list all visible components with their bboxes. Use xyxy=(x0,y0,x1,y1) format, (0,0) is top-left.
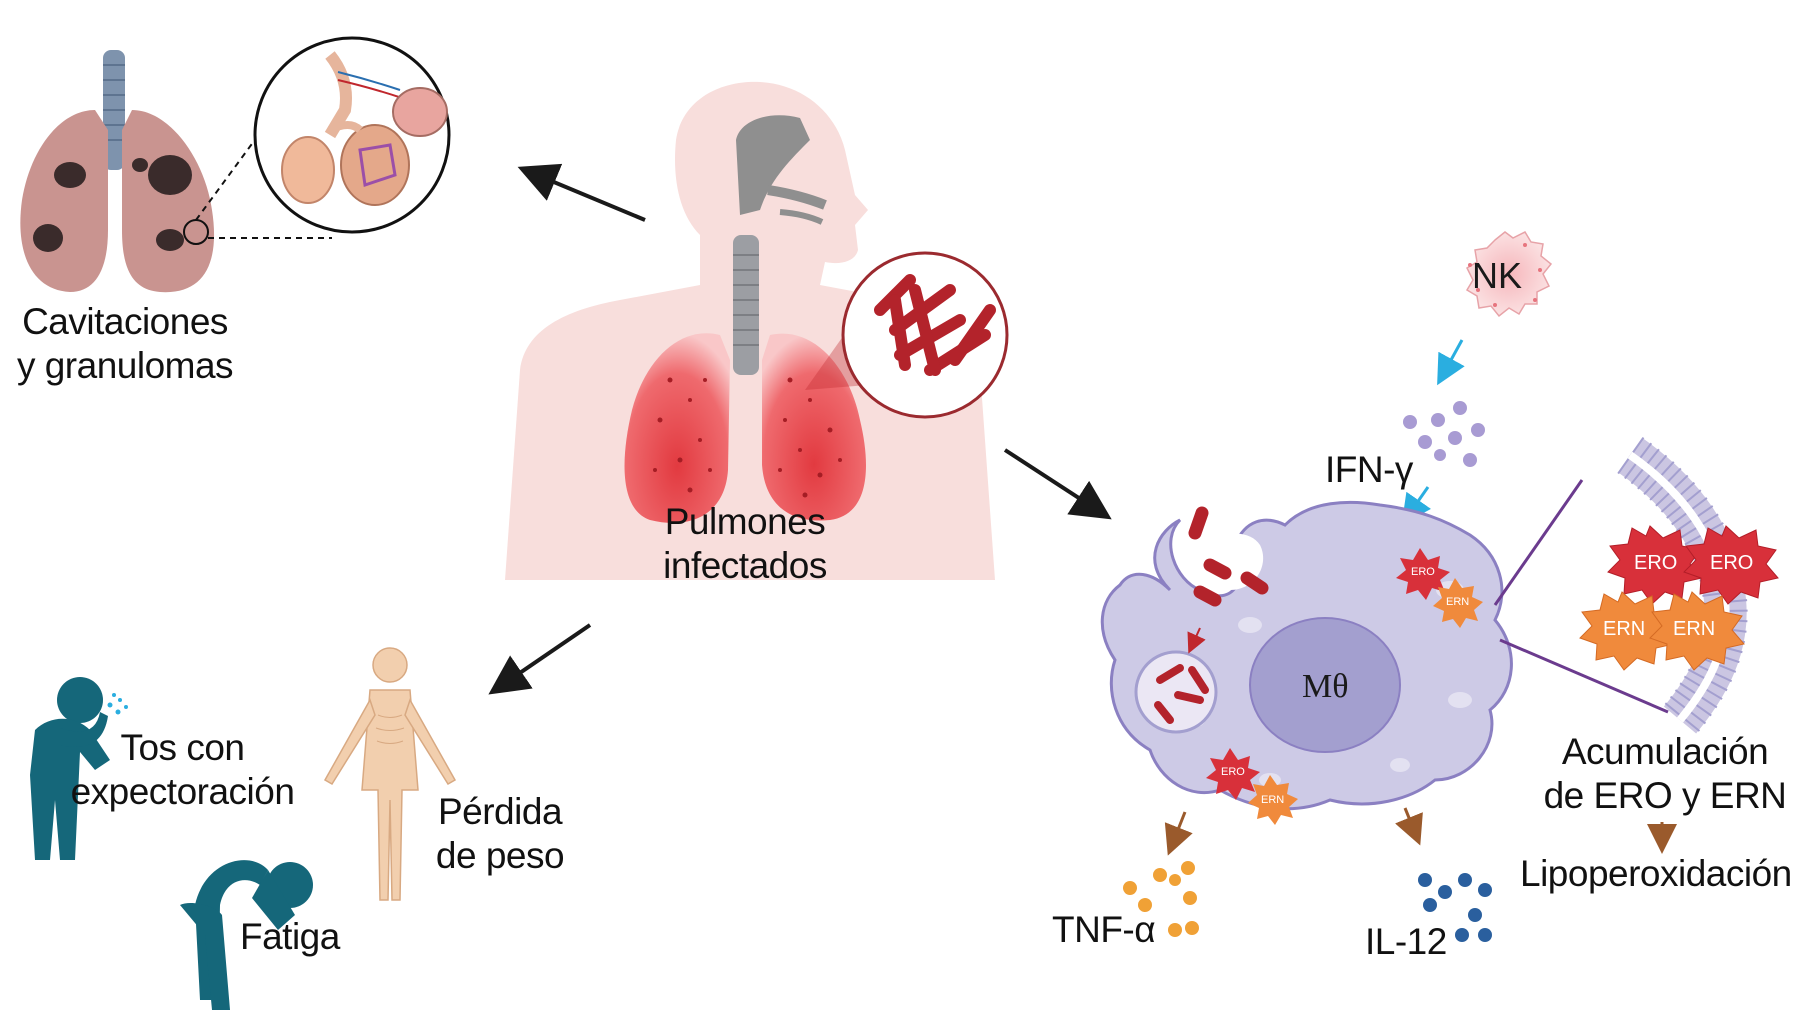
rns-star-large-2 xyxy=(1649,591,1745,671)
ifn-dots xyxy=(1403,401,1485,467)
arrow-nk-to-ifn xyxy=(1437,339,1465,386)
fatigue-label: Fatiga xyxy=(240,916,340,957)
rns-large-label-1: ERN xyxy=(1603,618,1646,640)
diseased-lungs-icon xyxy=(20,50,215,293)
ros-star-small-1 xyxy=(1396,548,1450,600)
ros-star-large-2 xyxy=(1683,525,1779,605)
coughing-person-icon xyxy=(30,677,128,860)
arrow-to-tnf xyxy=(1164,811,1193,856)
cavitations-label-line2: y granulomas xyxy=(16,345,234,386)
ros-small-label-1: ERO xyxy=(1411,566,1435,578)
cavitations-label-line1: Cavitaciones xyxy=(22,301,228,342)
accumulation-label-line1: Acumulación xyxy=(1561,731,1769,772)
infected-lungs-label-line1: Pulmones xyxy=(664,501,826,542)
cavitations-label: Cavitaciones y granulomas xyxy=(0,300,250,388)
infected-lungs-label: Pulmones infectados xyxy=(640,500,850,588)
ros-small-label-2: ERO xyxy=(1221,766,1245,778)
weight-loss-label-line2: de peso xyxy=(435,835,565,876)
bacteria-icon xyxy=(841,251,1009,419)
weight-loss-label: Pérdida de peso xyxy=(425,790,575,878)
nk-cell-icon xyxy=(1465,231,1553,318)
bacteria-entering xyxy=(1188,506,1269,607)
macrophage-icon xyxy=(1100,500,1513,811)
ros-large-label-1: ERO xyxy=(1634,552,1678,574)
accumulation-label: Acumulación de ERO y ERN xyxy=(1530,730,1800,818)
rns-star-small-2 xyxy=(1248,775,1298,825)
ros-large-label-2: ERO xyxy=(1710,552,1754,574)
cough-label-line2: expectoración xyxy=(70,771,295,812)
weight-loss-label-line1: Pérdida xyxy=(437,791,563,832)
infected-lungs-label-line2: infectados xyxy=(663,545,827,586)
cough-label: Tos con expectoración xyxy=(60,726,305,814)
arrow-to-symptoms xyxy=(488,623,592,695)
macrophage-label: Mθ xyxy=(1302,668,1349,705)
rns-small-label-2: ERN xyxy=(1261,794,1285,806)
ros-star-small-2 xyxy=(1206,748,1260,800)
nk-label: NK xyxy=(1472,255,1523,296)
arrow-to-il12 xyxy=(1395,807,1423,846)
rns-small-label-1: ERN xyxy=(1446,596,1470,608)
arrow-to-macrophage xyxy=(1003,448,1112,520)
alveoli-magnifier-icon xyxy=(253,36,451,234)
cough-label-line1: Tos con xyxy=(120,727,245,768)
zoom-line-membrane-top xyxy=(1493,479,1584,606)
il12-label: IL-12 xyxy=(1365,921,1447,962)
tnf-dots xyxy=(1123,861,1199,937)
fatigued-person-icon xyxy=(180,860,313,1010)
arrow-to-cavitations xyxy=(517,163,646,222)
infected-lungs-icon xyxy=(624,333,867,523)
zoom-line-membrane-bottom xyxy=(1499,638,1669,714)
accumulation-label-line2: de ERO y ERN xyxy=(1543,775,1787,816)
rns-large-label-2: ERN xyxy=(1673,618,1716,640)
ifn-gamma-label: IFN-γ xyxy=(1325,449,1413,490)
il12-dots xyxy=(1418,873,1492,942)
thin-body-icon xyxy=(323,647,457,901)
tnf-alpha-label: TNF-α xyxy=(1052,909,1156,950)
lipoperoxidation-label: Lipoperoxidación xyxy=(1520,853,1792,894)
rns-star-small-1 xyxy=(1433,578,1483,628)
